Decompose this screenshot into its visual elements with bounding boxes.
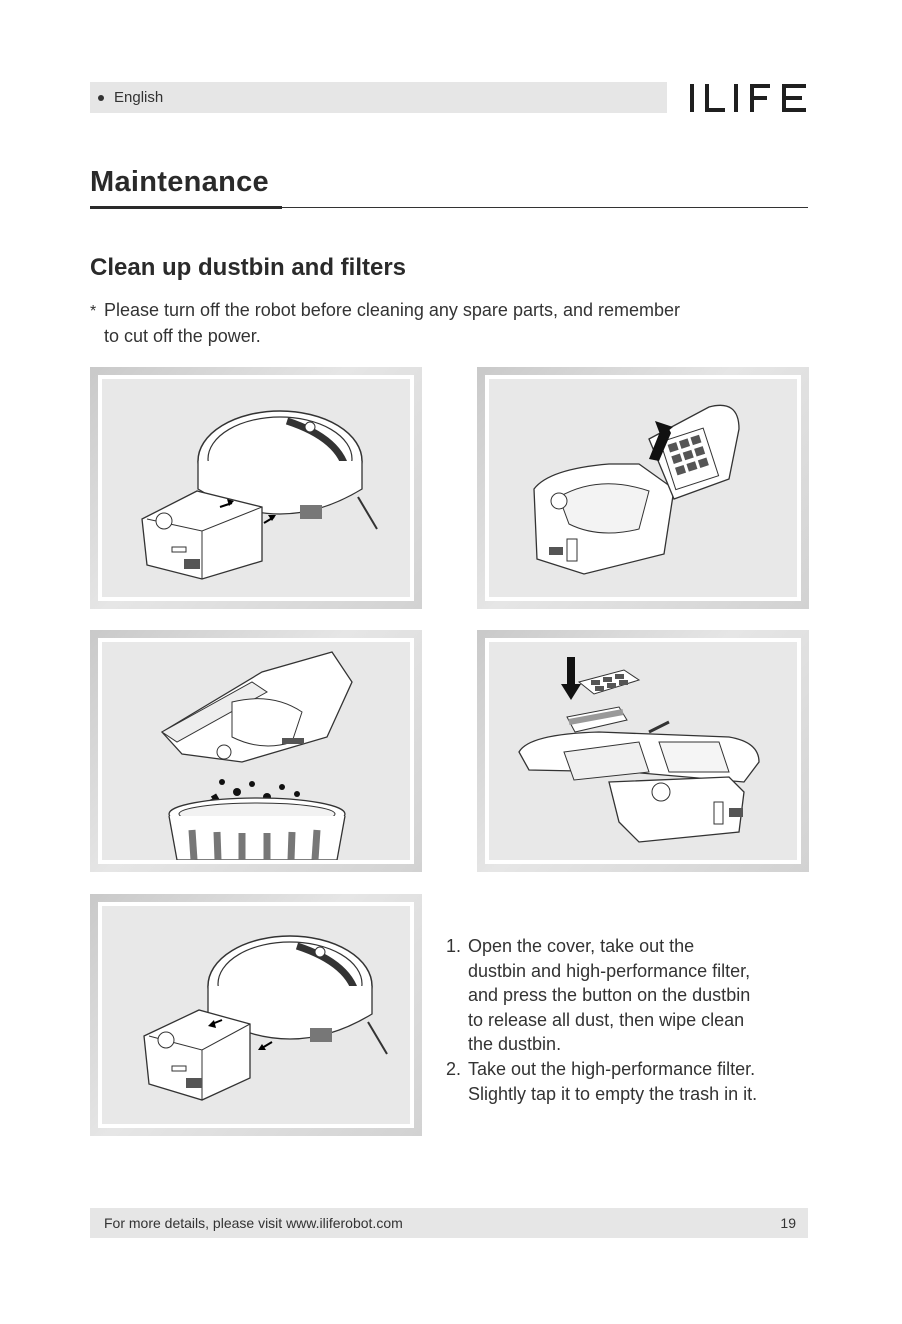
step-line: and press the button on the dustbin [468, 985, 751, 1006]
step-number: 1. [446, 936, 462, 956]
bullet-icon [98, 94, 104, 101]
note-line-1: Please turn off the robot before cleanin… [104, 300, 681, 320]
step-line: dustbin and high-performance filter, [468, 960, 751, 981]
step-1: 1. Open the cover, take out the dustbin … [446, 934, 826, 1057]
footer-bar: For more details, please visit www.ilife… [90, 1208, 808, 1238]
filter-removal-illustration [518, 657, 760, 843]
note-line-2: to cut off the power. [104, 326, 261, 346]
figure-dustbin-open-filter [477, 367, 809, 609]
robot-dustbin-illustration [141, 410, 378, 580]
section-title: Clean up dustbin and filters [90, 254, 407, 281]
safety-note: * Please turn off the robot before cleani… [90, 298, 802, 349]
note-marker: * [90, 303, 97, 320]
figure-robot-inserting-dustbin [90, 894, 422, 1136]
title-rule-accent [90, 206, 282, 209]
step-line: Slightly tap it to empty the trash in it… [468, 1083, 758, 1104]
step-2: 2. Take out the high-performance filter.… [446, 1057, 826, 1106]
page-number: 19 [780, 1215, 796, 1231]
step-line: Take out the high-performance filter. [468, 1058, 756, 1079]
page-title: Maintenance [90, 166, 269, 198]
step-line: Open the cover, take out the [468, 936, 695, 956]
step-line: the dustbin. [468, 1034, 562, 1055]
dustbin-open-illustration [533, 404, 740, 575]
figure-robot-removing-dustbin [90, 367, 422, 609]
instruction-steps: 1. Open the cover, take out the dustbin … [446, 934, 826, 1106]
robot-insert-illustration [143, 935, 388, 1101]
language-label: English [114, 89, 164, 106]
header-bar: English [90, 82, 667, 113]
footer-text: For more details, please visit www.ilife… [104, 1215, 403, 1231]
emptying-illustration [160, 651, 353, 860]
step-number: 2. [446, 1058, 462, 1079]
title-rule [90, 207, 808, 208]
figure-filter-removal [477, 630, 809, 872]
figure-dustbin-emptying [90, 630, 422, 872]
step-line: to release all dust, then wipe clean [468, 1009, 745, 1030]
brand-logo [690, 84, 806, 112]
